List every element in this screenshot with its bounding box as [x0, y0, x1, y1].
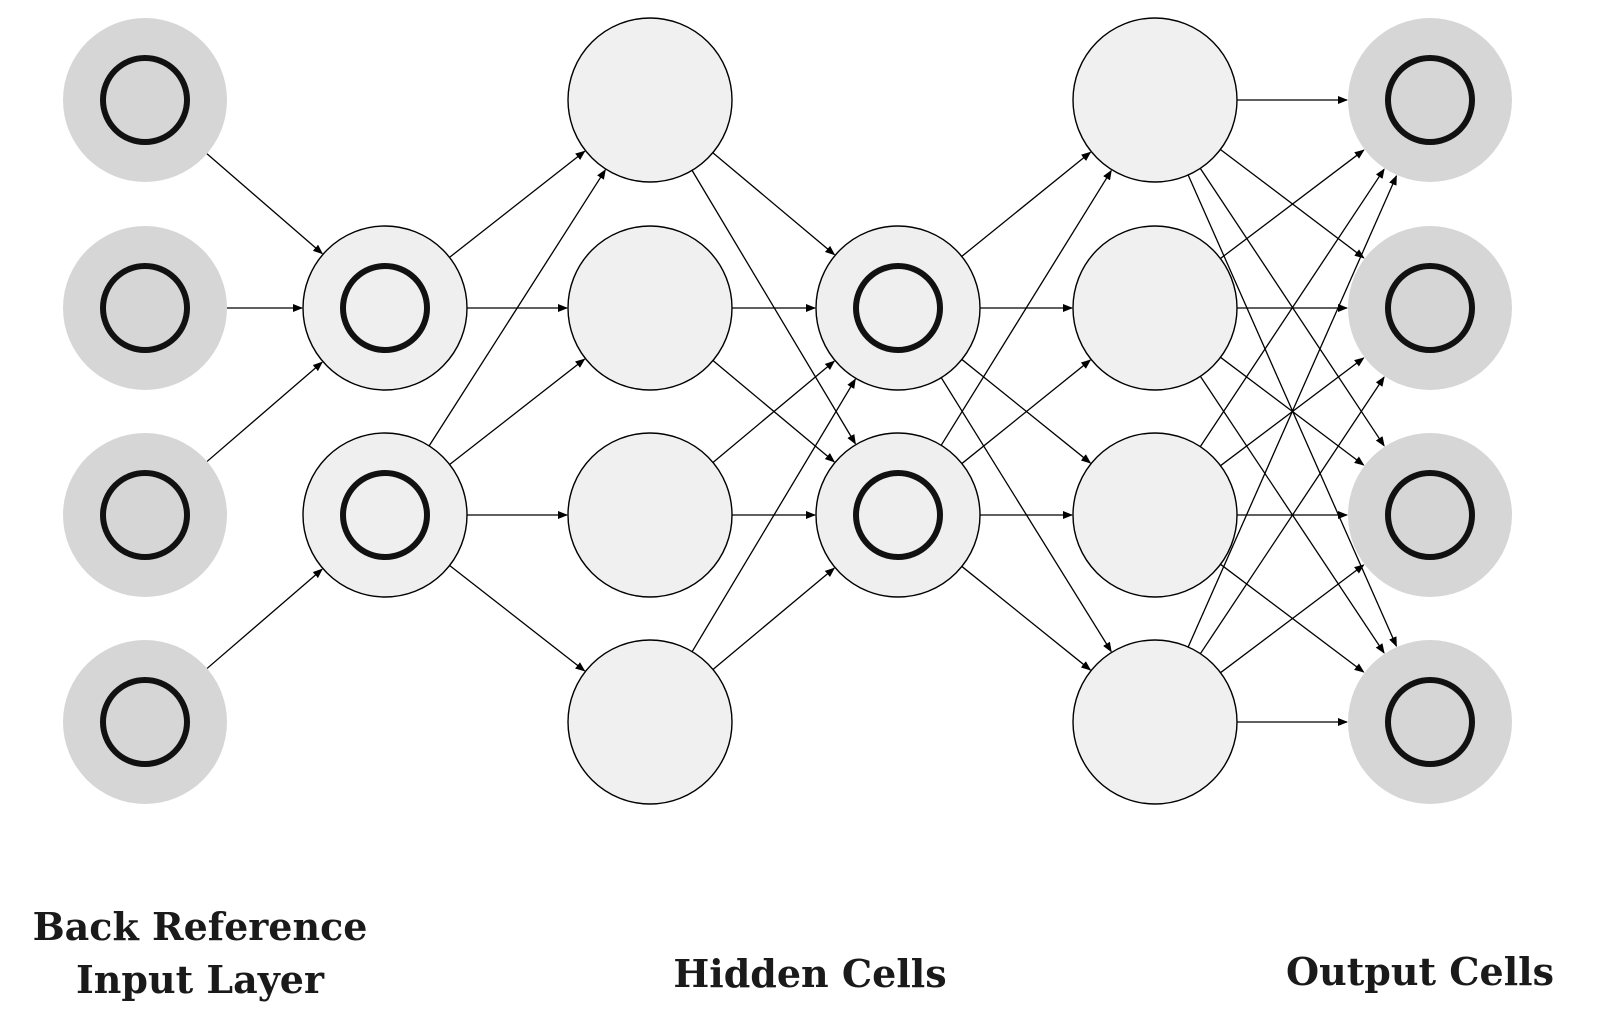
hidden-cell	[567, 639, 733, 805]
connection-arrow	[1187, 174, 1398, 648]
connection-arrow	[428, 169, 606, 447]
input-layer-label-line1: Back Reference	[32, 904, 368, 949]
connection-arrow	[691, 170, 856, 445]
connection-arrow	[961, 151, 1092, 257]
input-cell-ring	[100, 470, 190, 560]
output-cell-ring	[1385, 677, 1475, 767]
connection-arrow	[712, 152, 836, 256]
connection-arrow	[940, 169, 1112, 446]
connection-arrow	[712, 567, 836, 670]
hidden-cells-label: Hidden Cells	[673, 951, 947, 996]
output-cell-ring	[1385, 55, 1475, 145]
memory-cell-ring	[853, 263, 943, 353]
connections	[206, 96, 1398, 726]
connection-arrow	[1220, 149, 1365, 260]
connection-arrow	[449, 150, 586, 258]
connection-arrow	[961, 565, 1092, 671]
connection-arrow	[1199, 168, 1385, 448]
connection-arrow	[206, 153, 324, 255]
neurons	[63, 17, 1512, 805]
hidden-cell	[1072, 225, 1238, 391]
hidden-cell	[1072, 432, 1238, 598]
input-cell-ring	[100, 263, 190, 353]
input-cell-ring	[100, 55, 190, 145]
output-cell-ring	[1385, 470, 1475, 560]
connection-arrow	[1220, 564, 1365, 674]
connection-arrow	[1199, 376, 1385, 655]
output-cells-label: Output Cells	[1286, 949, 1554, 994]
connection-arrow	[206, 361, 323, 462]
connection-arrow	[206, 568, 323, 669]
input-layer-label: Back Reference Input Layer	[0, 900, 400, 1006]
memory-cell-ring	[340, 470, 430, 560]
hidden-cell	[567, 432, 733, 598]
connection-arrow	[449, 564, 586, 672]
memory-cell-ring	[340, 263, 430, 353]
input-layer-label-line2: Input Layer	[75, 957, 324, 1003]
memory-cell-ring	[853, 470, 943, 560]
connection-arrow	[961, 359, 1092, 465]
hidden-cell	[567, 225, 733, 391]
output-cell-ring	[1385, 263, 1475, 353]
hidden-cell	[1072, 639, 1238, 805]
input-cell-ring	[100, 677, 190, 767]
connection-arrow	[449, 358, 586, 466]
connection-arrow	[691, 378, 856, 652]
connection-arrow	[712, 360, 836, 463]
hidden-cell	[1072, 17, 1238, 183]
hidden-cell	[567, 17, 733, 183]
